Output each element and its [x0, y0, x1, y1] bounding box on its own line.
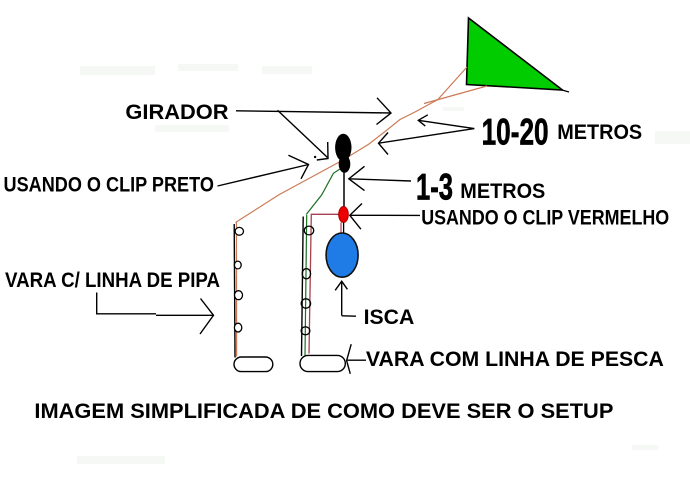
svg-text:IMAGEM SIMPLIFICADA DE COMO DE: IMAGEM SIMPLIFICADA DE COMO DEVE SER O S…: [34, 399, 613, 423]
svg-text:VARA COM LINHA DE PESCA: VARA COM LINHA DE PESCA: [366, 347, 664, 371]
svg-text:10-20: 10-20: [482, 110, 549, 152]
svg-text:ISCA: ISCA: [364, 305, 415, 329]
svg-text:1-3: 1-3: [416, 165, 453, 207]
svg-text:USANDO O CLIP VERMELHO: USANDO O CLIP VERMELHO: [421, 206, 669, 230]
svg-text:METROS: METROS: [557, 120, 642, 144]
svg-text:USANDO O CLIP PRETO: USANDO O CLIP PRETO: [4, 172, 214, 196]
svg-text:GIRADOR: GIRADOR: [125, 100, 229, 124]
svg-text:VARA C/ LINHA DE PIPA: VARA C/ LINHA DE PIPA: [5, 268, 220, 292]
svg-text:METROS: METROS: [460, 179, 545, 203]
